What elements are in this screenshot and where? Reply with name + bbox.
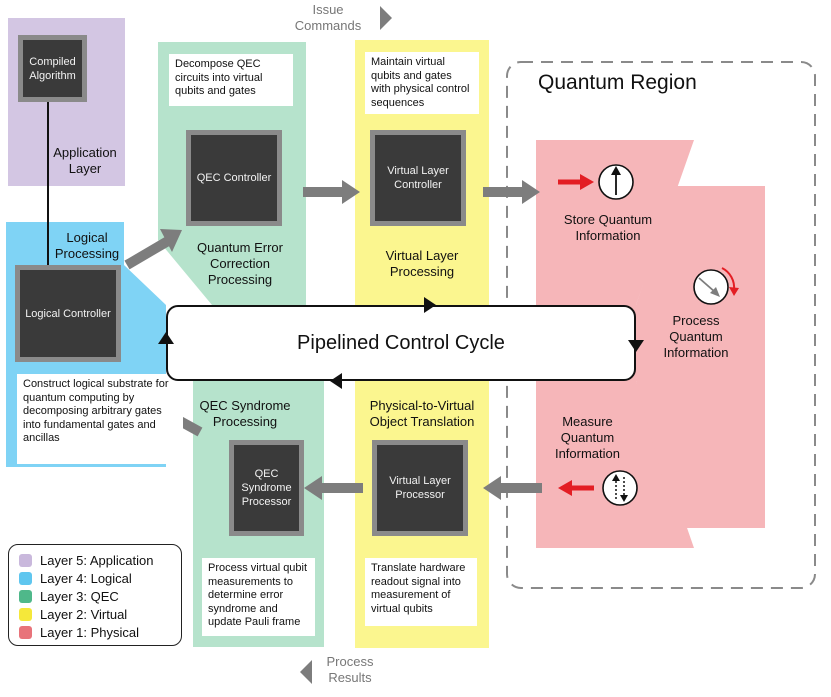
measure-qubit-icon bbox=[602, 470, 638, 506]
legend-swatch bbox=[19, 589, 32, 603]
cycle-arrow-left-icon bbox=[158, 332, 174, 344]
cycle-arrow-right-icon bbox=[628, 340, 644, 352]
qec-label-line-2: Correction bbox=[210, 256, 270, 271]
qec-controller-box: QEC Controller bbox=[186, 130, 282, 226]
legend-item-logical: Layer 4: Logical bbox=[19, 569, 171, 587]
legend-swatch bbox=[19, 553, 32, 567]
process-label-line-3: Information bbox=[663, 345, 729, 360]
virtual-processing-label: Virtual Layer Processing bbox=[365, 248, 479, 280]
legend-label: Layer 1: Physical bbox=[40, 624, 139, 640]
virtual-label-line-1: Virtual Layer bbox=[385, 248, 459, 263]
syndrome-label-line-2: Processing bbox=[212, 414, 278, 429]
logical-note: Construct logical substrate for quantum … bbox=[17, 374, 183, 464]
physical-to-virtual-label: Physical-to-Virtual Object Translation bbox=[358, 398, 486, 430]
virtual-bottom-note: Translate hardware readout signal into m… bbox=[365, 558, 477, 626]
legend-swatch bbox=[19, 625, 32, 639]
virtual-layer-controller-box: Virtual Layer Controller bbox=[370, 130, 466, 226]
virtual-layer-processor-box: Virtual Layer Processor bbox=[372, 440, 468, 536]
issue-line-1: Issue bbox=[312, 2, 344, 17]
store-label-line-1: Store Quantum bbox=[563, 212, 653, 227]
issue-commands-arrow-icon bbox=[380, 6, 392, 30]
legend: Layer 5: Application Layer 4: Logical La… bbox=[8, 544, 182, 646]
legend-item-physical: Layer 1: Physical bbox=[19, 623, 171, 641]
process-results-line-1: Process bbox=[326, 654, 374, 669]
qec-bottom-note: Process virtual qubit measurements to de… bbox=[202, 558, 315, 636]
qec-top-note: Decompose QEC circuits into virtual qubi… bbox=[169, 54, 293, 106]
application-layer-label: Application Layer bbox=[44, 145, 126, 177]
physical-right-region bbox=[636, 186, 765, 528]
measure-quantum-label: Measure Quantum Information bbox=[545, 414, 630, 462]
legend-swatch bbox=[19, 607, 32, 621]
legend-label: Layer 4: Logical bbox=[40, 570, 132, 586]
qec-to-virtual-arrow-icon bbox=[342, 180, 360, 204]
measure-label-line-2: Quantum bbox=[560, 430, 615, 445]
virtual-top-note: Maintain virtual qubits and gates with p… bbox=[365, 52, 479, 114]
measure-label-line-1: Measure bbox=[562, 414, 613, 429]
qec-label-line-1: Quantum Error bbox=[197, 240, 283, 255]
process-label-line-1: Process bbox=[672, 313, 720, 328]
application-label-line-2: Layer bbox=[68, 161, 102, 176]
cycle-label: Pipelined Control Cycle bbox=[297, 331, 505, 354]
logical-processing-label: Logical Processing bbox=[48, 230, 126, 262]
legend-label: Layer 5: Application bbox=[40, 552, 154, 568]
legend-label: Layer 2: Virtual bbox=[40, 606, 128, 622]
qec-label-line-3: Processing bbox=[207, 272, 273, 287]
legend-item-qec: Layer 3: QEC bbox=[19, 587, 171, 605]
cycle-arrow-top-icon bbox=[424, 297, 436, 313]
logical-controller-box: Logical Controller bbox=[15, 265, 121, 362]
compiled-algorithm-box: Compiled Algorithm bbox=[18, 35, 87, 102]
virtual-label-line-2: Processing bbox=[389, 264, 455, 279]
cycle-arrow-bottom-icon bbox=[330, 373, 342, 389]
qec-syndrome-processor-box: QEC Syndrome Processor bbox=[229, 440, 304, 536]
legend-item-virtual: Layer 2: Virtual bbox=[19, 605, 171, 623]
store-red-arrow-icon bbox=[580, 174, 594, 190]
legend-swatch bbox=[19, 571, 32, 585]
qec-syndrome-label: QEC Syndrome Processing bbox=[195, 398, 295, 430]
process-results-line-2: Results bbox=[328, 670, 372, 685]
process-results-label: Process Results bbox=[310, 654, 390, 686]
translation-label-line-1: Physical-to-Virtual bbox=[369, 398, 475, 413]
store-label-line-2: Information bbox=[575, 228, 641, 243]
process-label-line-2: Quantum bbox=[669, 329, 723, 344]
syndrome-label-line-1: QEC Syndrome bbox=[199, 398, 291, 413]
virtual-to-syndrome-arrow-icon bbox=[304, 476, 322, 500]
legend-item-application: Layer 5: Application bbox=[19, 551, 171, 569]
pipelined-control-cycle: Pipelined Control Cycle bbox=[166, 305, 636, 381]
application-label-line-1: Application bbox=[53, 145, 117, 160]
virtual-to-quantum-arrow-icon bbox=[522, 180, 540, 204]
logical-label-line-1: Logical bbox=[66, 230, 108, 245]
process-results-arrow-icon bbox=[300, 660, 312, 684]
logical-to-qec-arrow-icon bbox=[160, 229, 182, 252]
translation-label-line-2: Object Translation bbox=[369, 414, 475, 429]
quantum-region-title: Quantum Region bbox=[538, 71, 697, 94]
store-qubit-icon bbox=[598, 164, 634, 200]
quantum-region-border bbox=[506, 61, 816, 589]
logical-label-line-2: Processing bbox=[54, 246, 120, 261]
quantum-to-virtual-arrow-icon bbox=[483, 476, 501, 500]
process-quantum-label: Process Quantum Information bbox=[648, 313, 744, 361]
store-quantum-label: Store Quantum Information bbox=[548, 212, 668, 244]
process-qubit-icon bbox=[693, 267, 739, 305]
measure-red-arrow-icon bbox=[558, 480, 572, 496]
issue-commands-label: Issue Commands bbox=[288, 2, 368, 34]
issue-line-2: Commands bbox=[294, 18, 362, 33]
qec-processing-label: Quantum Error Correction Processing bbox=[190, 240, 290, 288]
measure-label-line-3: Information bbox=[554, 446, 621, 461]
legend-label: Layer 3: QEC bbox=[40, 588, 119, 604]
